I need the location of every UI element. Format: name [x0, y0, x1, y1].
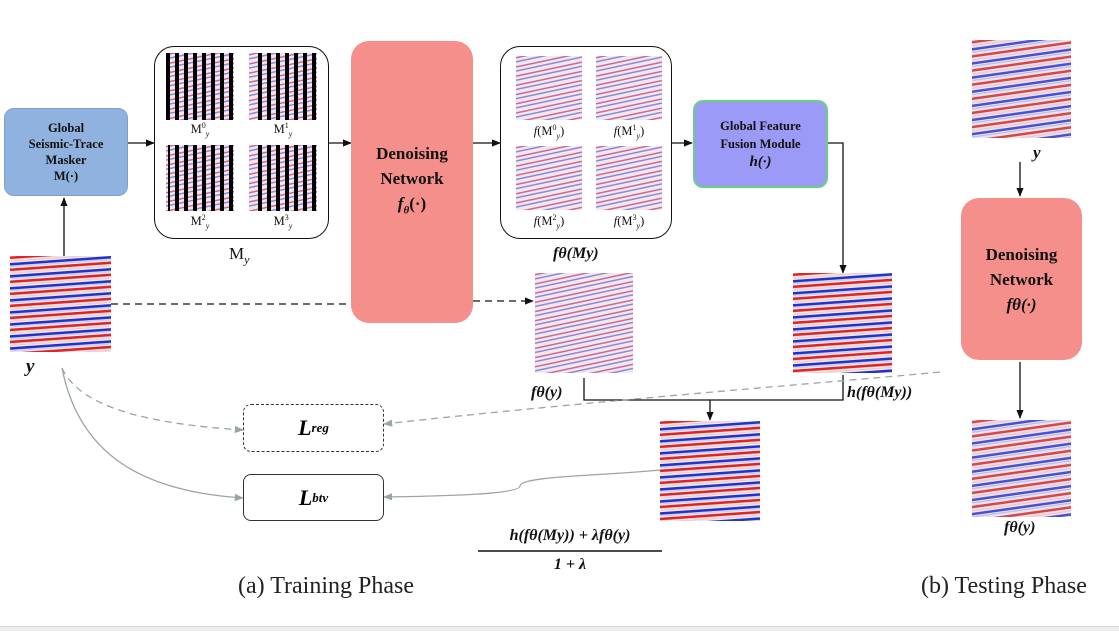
denoised-tile-3 — [596, 146, 662, 210]
bottom-divider — [0, 626, 1119, 631]
denoising-network-training: Denoising Network fθ(·) — [351, 41, 473, 323]
arrow-input-to-lbtv — [61, 367, 244, 502]
fy-label: fθ(y) — [531, 384, 563, 401]
arrow-fusion-to-h-image — [828, 142, 847, 274]
test-output-seismic-image — [972, 420, 1071, 517]
dashed-input-to-lreg — [61, 367, 244, 434]
input-seismic-image — [10, 256, 111, 352]
masked-tile-1 — [249, 53, 317, 120]
link-h-combine — [710, 375, 844, 401]
formula-denominator: 1 + λ — [553, 556, 587, 573]
denoised-tile-1 — [596, 56, 662, 120]
masker-line1: Global — [47, 121, 85, 135]
denoising-network-testing: Denoising Network fθ(·) — [961, 198, 1082, 360]
masked-tile-0-label: M0y — [190, 121, 210, 139]
fy-seismic-image — [535, 273, 633, 373]
masked-tile-1-label: M1y — [273, 121, 293, 139]
global-seismic-trace-masker: Global Seismic-Trace Masker M(·) — [4, 108, 128, 196]
denoised-tile-0 — [516, 56, 582, 120]
fusion-symbol: h(·) — [749, 154, 772, 170]
link-fy-combine — [583, 378, 710, 401]
denoiser-symbol: fθ(·) — [397, 193, 427, 217]
arrow-combined-to-lbtv — [383, 469, 661, 501]
test-input-label: y — [1033, 143, 1041, 162]
global-feature-fusion-module: Global Feature Fusion Module h(·) — [693, 100, 828, 188]
masker-symbol: M(·) — [53, 169, 79, 183]
masked-tile-2 — [166, 145, 234, 211]
input-label: y — [26, 356, 35, 377]
test-denoiser-line1: Denoising — [985, 244, 1058, 264]
combined-seismic-image — [660, 421, 760, 521]
denoised-tile-2 — [516, 146, 582, 210]
fusion-line2: Fusion Module — [720, 137, 801, 151]
test-output-label: fθ(y) — [1004, 519, 1036, 536]
masker-line3: Masker — [45, 153, 87, 167]
test-denoiser-line2: Network — [989, 269, 1054, 289]
masker-line2: Seismic-Trace — [28, 137, 104, 151]
training-phase-label: (a) Training Phase — [238, 573, 414, 599]
masked-set-label: My — [229, 244, 250, 267]
h-label: h(fθ(My)) — [847, 384, 913, 401]
denoiser-line1: Denoising — [376, 143, 448, 163]
formula-numerator: h(fθ(My)) + λfθ(y) — [509, 527, 631, 544]
fusion-line1: Global Feature — [720, 119, 801, 133]
masked-tile-2-label: M2y — [190, 213, 210, 231]
h-seismic-image — [793, 273, 892, 373]
denoised-tile-0-label: f(M0y) — [533, 123, 565, 141]
testing-phase-label: (b) Testing Phase — [921, 573, 1087, 599]
denoiser-line2: Network — [380, 168, 444, 188]
denoised-set-label: fθ(My) — [553, 245, 599, 262]
denoised-tile-3-label: f(M3y) — [613, 213, 645, 231]
denoised-tile-2-label: f(M2y) — [533, 213, 565, 231]
masked-tile-3 — [249, 145, 317, 211]
denoised-tile-1-label: f(M1y) — [613, 123, 645, 141]
test-input-seismic-image — [972, 40, 1071, 138]
masked-tile-0 — [166, 53, 234, 120]
test-denoiser-symbol: fθ(·) — [1006, 294, 1037, 314]
masked-tile-3-label: M3y — [273, 213, 293, 231]
